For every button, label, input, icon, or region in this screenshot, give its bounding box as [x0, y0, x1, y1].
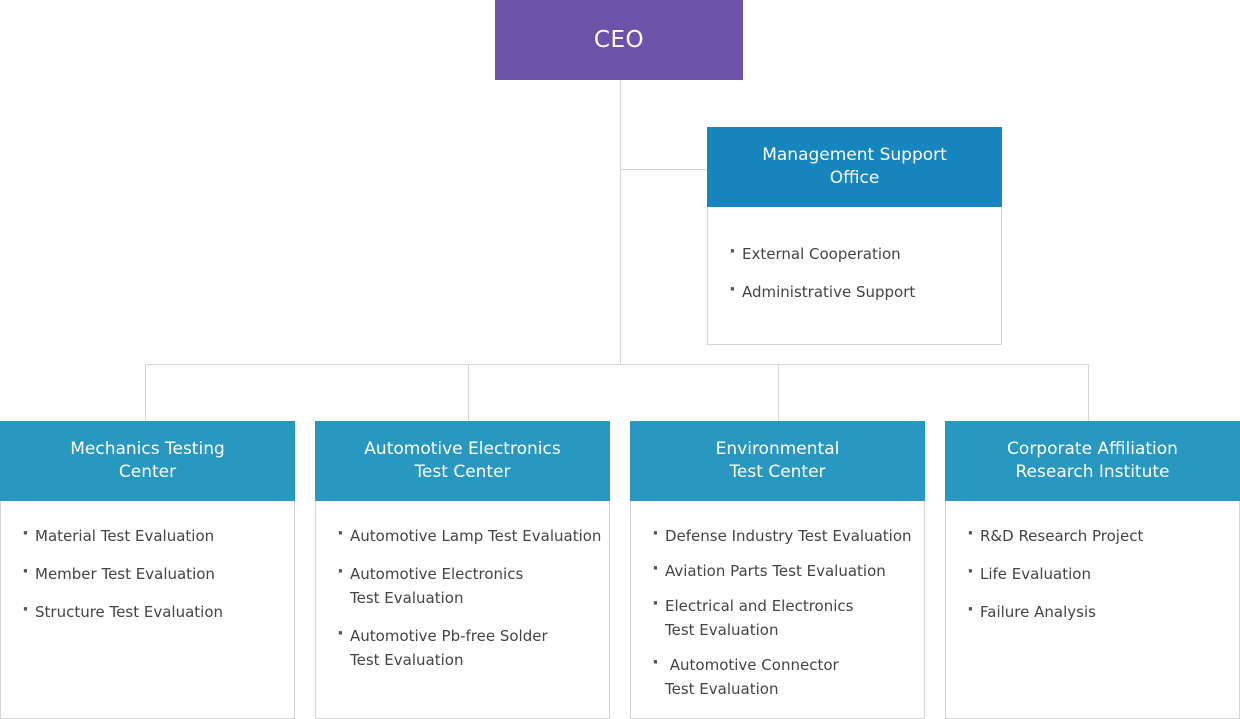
center-3-title-line1: Environmental	[715, 439, 840, 459]
office-body: External Cooperation Administrative Supp…	[707, 207, 1002, 345]
center-1-drop-line	[145, 364, 146, 421]
center-3-header: Environmental Test Center	[630, 421, 925, 501]
list-item: Aviation Parts Test Evaluation	[652, 557, 920, 583]
office-header: Management Support Office	[707, 127, 1002, 207]
office-title-line2: Office	[829, 168, 880, 188]
list-item: Failure Analysis	[967, 598, 1235, 624]
center-3-title-line2: Test Center	[729, 462, 826, 482]
center-1-body: Material Test Evaluation Member Test Eva…	[0, 501, 295, 719]
list-item: Defense Industry Test Evaluation	[652, 522, 920, 548]
office-title-line1: Management Support	[762, 145, 947, 165]
list-item: Administrative Support	[729, 278, 997, 304]
center-2-drop-line	[468, 364, 469, 421]
center-1-title-line2: Center	[118, 462, 177, 482]
center-2-title-line1: Automotive Electronics	[364, 439, 561, 459]
center-2-header: Automotive Electronics Test Center	[315, 421, 610, 501]
center-4-title-line2: Research Institute	[1015, 462, 1170, 482]
list-item: R&D Research Project	[967, 522, 1235, 548]
list-item: External Cooperation	[729, 240, 997, 266]
list-item: Material Test Evaluation	[22, 522, 290, 548]
list-item: Member Test Evaluation	[22, 560, 290, 586]
center-1-header: Mechanics Testing Center	[0, 421, 295, 501]
center-4-body: R&D Research Project Life Evaluation Fai…	[945, 501, 1240, 719]
center-3-body: Defense Industry Test Evaluation Aviatio…	[630, 501, 925, 719]
centers-bus-line	[145, 364, 1089, 365]
center-1-title-line1: Mechanics Testing	[70, 439, 225, 459]
center-4-title-line1: Corporate Affiliation	[1007, 439, 1178, 459]
list-item: Structure Test Evaluation	[22, 598, 290, 624]
office-branch-line	[620, 169, 707, 170]
ceo-trunk-line	[620, 80, 621, 364]
center-4-header: Corporate Affiliation Research Institute	[945, 421, 1240, 501]
center-3-drop-line	[778, 364, 779, 421]
center-2-body: Automotive Lamp Test Evaluation Automoti…	[315, 501, 610, 719]
center-4-drop-line	[1088, 364, 1089, 421]
center-2-title-line2: Test Center	[414, 462, 511, 482]
list-item: Life Evaluation	[967, 560, 1235, 586]
ceo-label: CEO	[593, 27, 645, 53]
ceo-box: CEO	[495, 0, 743, 80]
list-item: Automotive Lamp Test Evaluation	[337, 522, 605, 548]
